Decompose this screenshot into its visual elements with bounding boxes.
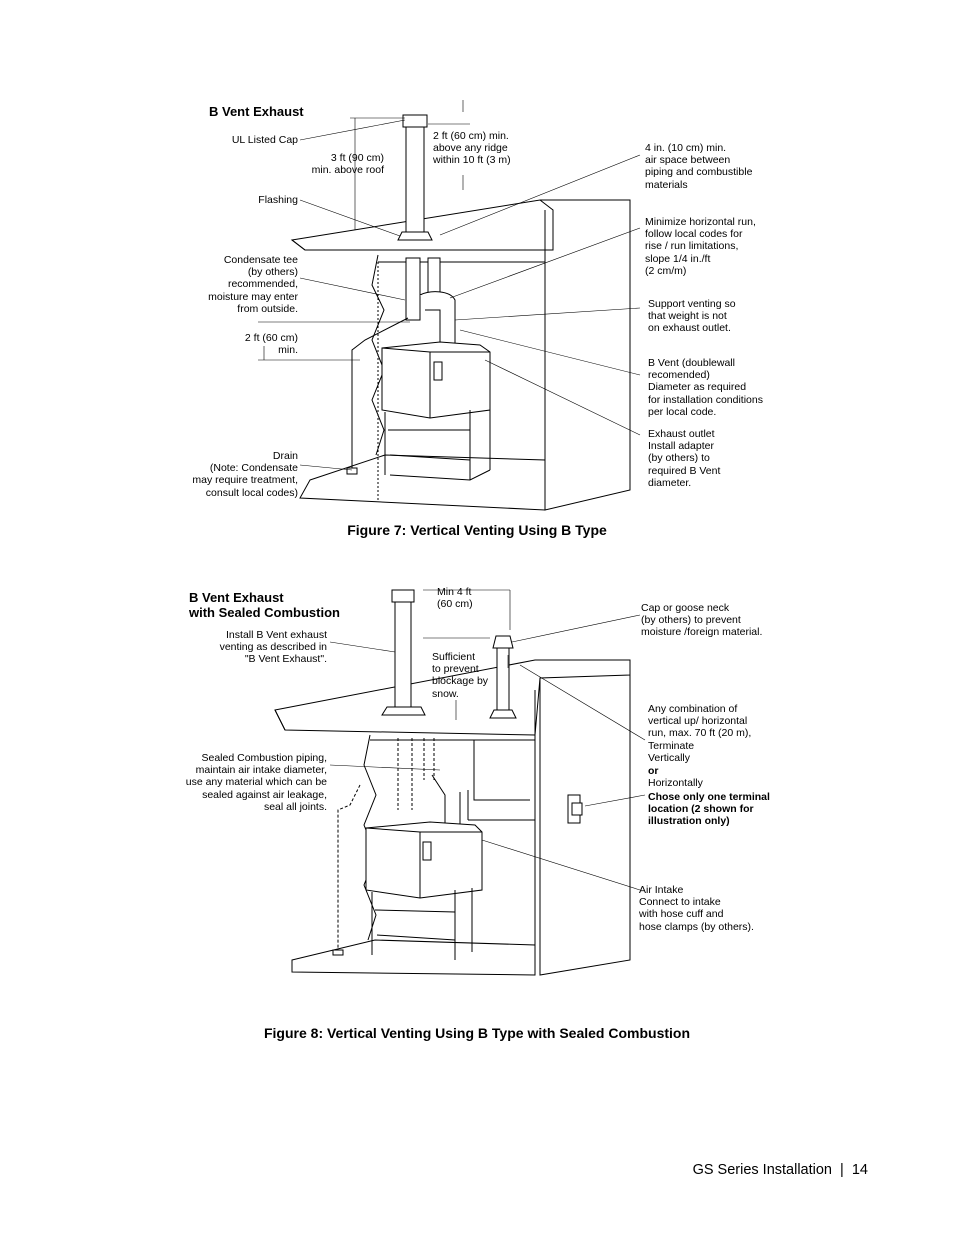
label-air-intake: Air Intake Connect to intake with hose c… (639, 884, 754, 933)
label-min-4ft: Min 4 ft (60 cm) (437, 586, 473, 611)
vent-pipe-top (406, 122, 424, 234)
figure8-title: B Vent Exhaust with Sealed Combustion (189, 590, 340, 620)
figure8-caption: Figure 8: Vertical Venting Using B Type … (263, 1025, 691, 1041)
figure8-diagram (0, 560, 954, 1020)
ul-cap (403, 115, 427, 127)
intake-pipe-top (497, 648, 509, 710)
figure7-diagram (0, 0, 954, 560)
label-drain: Drain (Note: Condensate may require trea… (192, 450, 298, 499)
page-footer: GS Series Installation | 14 (692, 1162, 868, 1178)
label-4in-air-space: 4 in. (10 cm) min. air space between pip… (645, 142, 753, 191)
label-install-b-vent: Install B Vent exhaust venting as descri… (219, 629, 327, 666)
label-minimize-horizontal-run: Minimize horizontal run, follow local co… (645, 216, 756, 277)
label-sealed-combustion-piping: Sealed Combustion piping, maintain air i… (185, 752, 327, 813)
label-support-venting: Support venting so that weight is not on… (648, 298, 736, 335)
goose-neck-cap (493, 636, 513, 648)
label-horizontally: Horizontally (648, 777, 703, 789)
label-ul-listed-cap: UL Listed Cap (231, 134, 298, 146)
label-2ft-above-ridge: 2 ft (60 cm) min. above any ridge within… (433, 130, 511, 167)
label-2ft-min: 2 ft (60 cm) min. (244, 332, 298, 357)
roof-slab (275, 660, 630, 735)
right-wall (540, 660, 630, 975)
label-sufficient-snow: Sufficient to prevent blockage by snow. (432, 651, 489, 700)
label-any-combination: Any combination of vertical up/ horizont… (648, 703, 752, 764)
label-flashing: Flashing (258, 194, 298, 206)
figure7-caption: Figure 7: Vertical Venting Using B Type (347, 522, 607, 538)
label-exhaust-outlet: Exhaust outlet Install adapter (by other… (648, 428, 721, 489)
label-b-vent: B Vent (doublewall recomended) Diameter … (648, 357, 763, 418)
label-3ft-above-roof: 3 ft (90 cm) min. above roof (311, 152, 384, 177)
floor (300, 455, 545, 510)
floor (292, 940, 535, 975)
label-chose-one-terminal: Chose only one terminal location (2 show… (648, 791, 770, 828)
exhaust-pipe-top (395, 600, 411, 708)
label-or: or (648, 765, 659, 777)
label-cap-goose-neck: Cap or goose neck (by others) to prevent… (641, 602, 763, 639)
label-condensate-tee: Condensate tee (by others) recommended, … (208, 254, 298, 315)
figure7-title: B Vent Exhaust (209, 104, 304, 119)
